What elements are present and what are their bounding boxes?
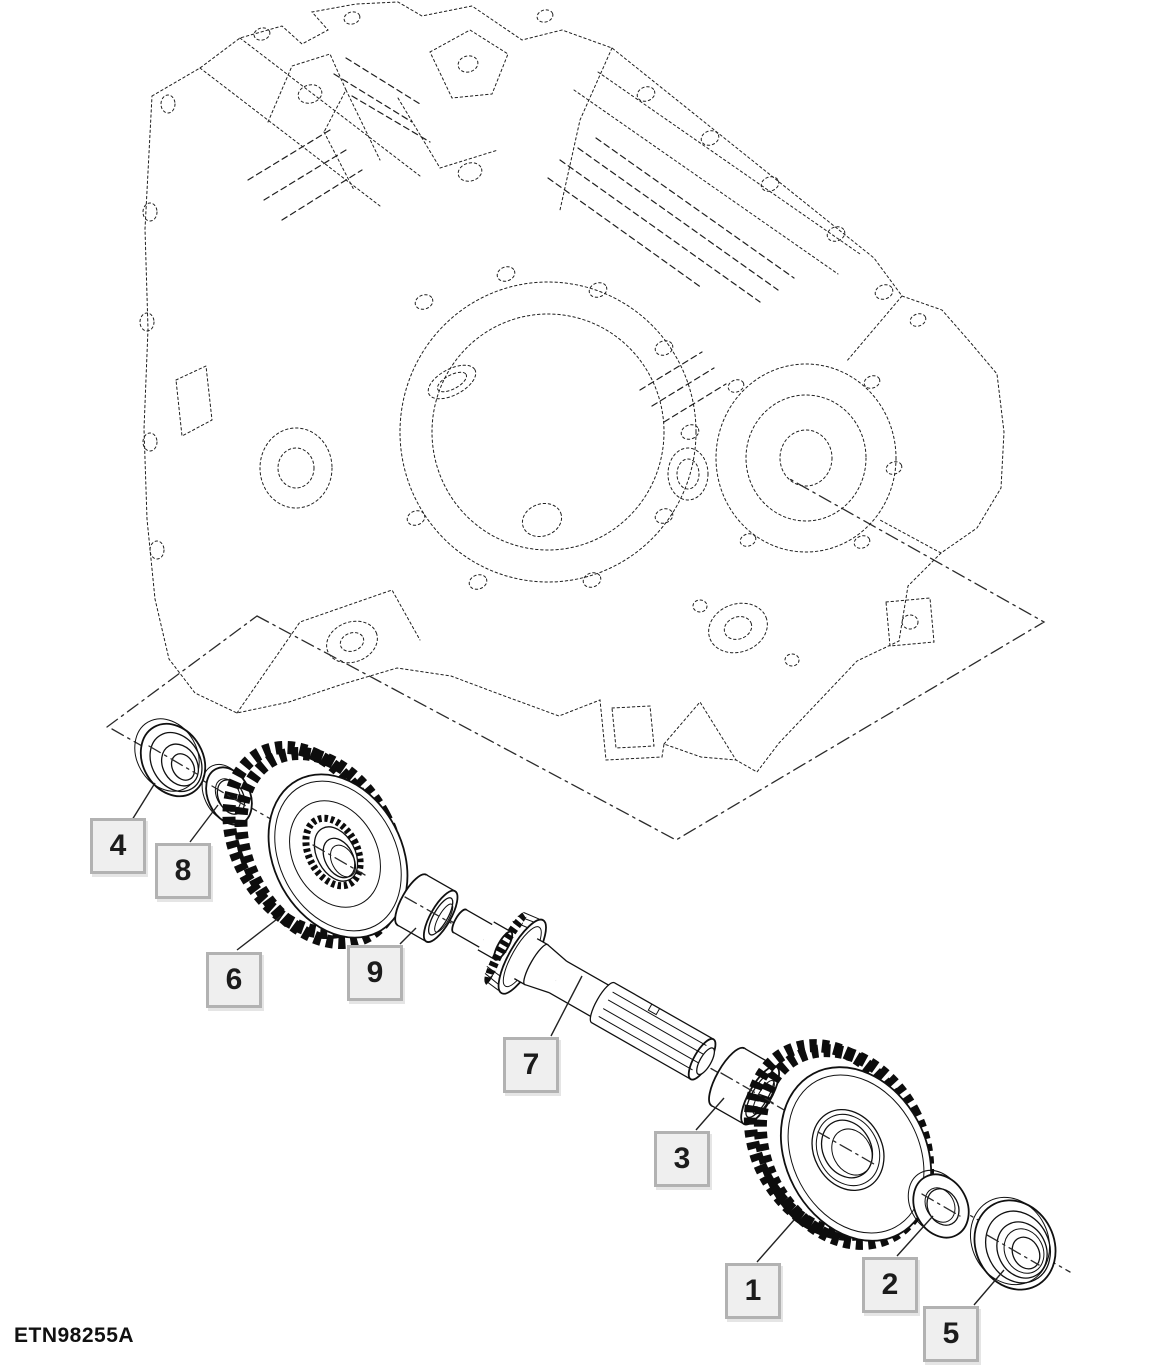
part-bearing-4 (134, 718, 207, 798)
callout-5[interactable]: 5 (923, 1306, 979, 1362)
transmission-housing-phantom (139, 1, 1005, 773)
part-shaft-7 (451, 908, 717, 1081)
callout-6[interactable]: 6 (206, 952, 262, 1008)
section-plane-line (106, 477, 1046, 841)
callout-3[interactable]: 3 (654, 1131, 710, 1187)
part-bushing-9 (394, 873, 459, 943)
center-axis-overlays (148, 745, 1040, 1266)
part-gear-6 (222, 740, 409, 950)
part-bearing-5 (969, 1196, 1057, 1291)
callout-4[interactable]: 4 (90, 818, 146, 874)
callout-1[interactable]: 1 (725, 1263, 781, 1319)
diagram-code: ETN98255A (14, 1324, 135, 1347)
callout-8[interactable]: 8 (155, 843, 211, 899)
callout-leader-lines (131, 782, 1005, 1306)
callout-2[interactable]: 2 (862, 1257, 918, 1313)
callout-9[interactable]: 9 (347, 945, 403, 1001)
callout-7[interactable]: 7 (503, 1037, 559, 1093)
